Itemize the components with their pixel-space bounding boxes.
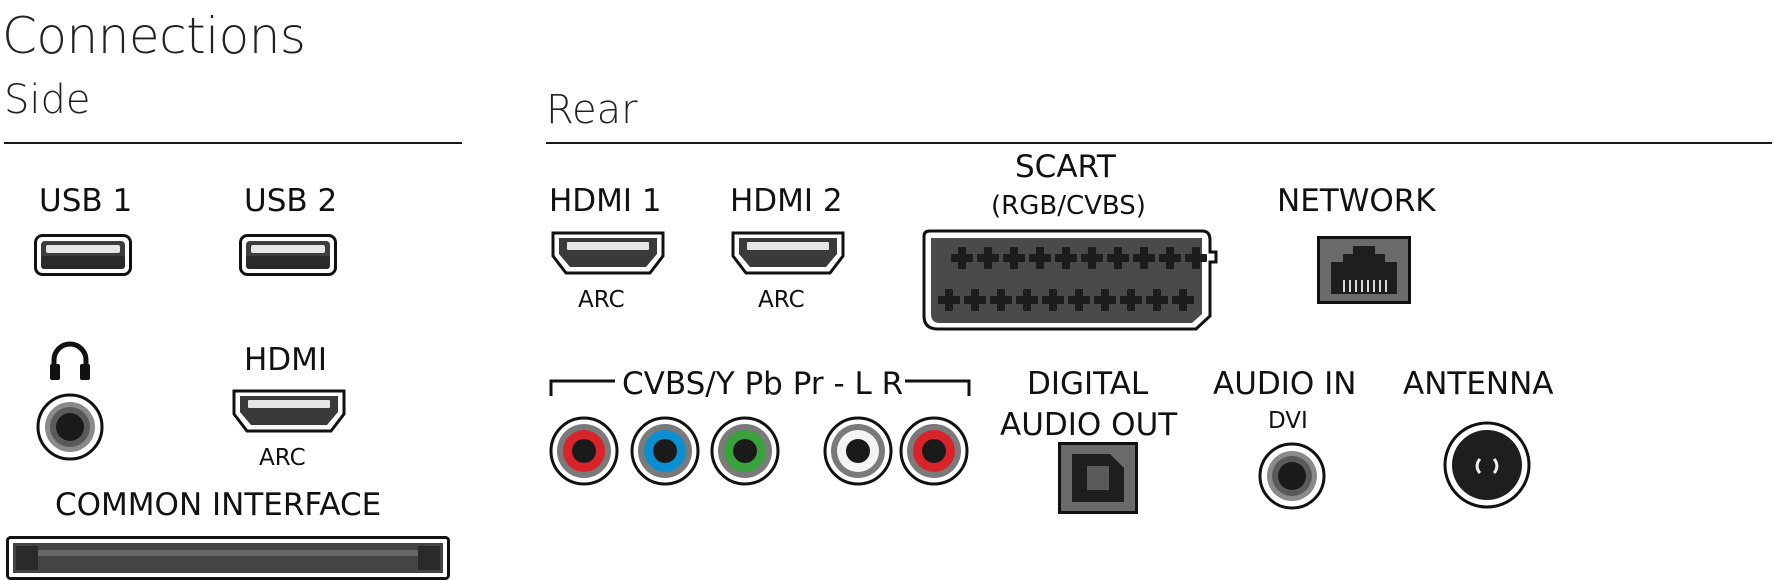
scart-pin	[1003, 247, 1025, 269]
scart-pin	[1016, 289, 1038, 311]
rca-jack-green	[710, 416, 780, 486]
hdmi2-arc-label: ARC	[758, 287, 805, 313]
hdmi1-port	[550, 230, 666, 276]
optical-port-icon	[1058, 442, 1138, 514]
rca-jack-red-2	[899, 416, 969, 486]
usb2-label: USB 2	[244, 183, 338, 219]
rca-jack-white	[823, 416, 893, 486]
hdmi1-label: HDMI 1	[549, 183, 662, 219]
rca-port-icon	[549, 416, 619, 486]
common-interface-slot	[6, 536, 450, 580]
component-bracket	[549, 378, 971, 398]
ethernet-port-icon	[1317, 236, 1411, 304]
usb1-port	[34, 234, 132, 276]
scart-pin	[1107, 247, 1129, 269]
network-port	[1317, 236, 1411, 304]
audio-in-jack	[1258, 442, 1326, 510]
scart-pin	[1159, 247, 1181, 269]
digital-audio-label-1: DIGITAL	[1027, 366, 1149, 402]
rear-divider	[546, 142, 1772, 144]
scart-label: SCART	[1015, 149, 1116, 185]
hdmi2-label: HDMI 2	[730, 183, 843, 219]
usb2-port	[239, 234, 337, 276]
scart-pin	[964, 289, 986, 311]
scart-pin	[1068, 289, 1090, 311]
hdmi-port-icon	[731, 231, 845, 275]
usb-port-icon	[239, 234, 337, 276]
component-label: CVBS/Y Pb Pr - L R	[622, 366, 904, 402]
side-hdmi-port	[231, 388, 347, 434]
scart-pin	[977, 247, 999, 269]
audio-in-label: AUDIO IN	[1213, 366, 1357, 402]
scart-pin	[1042, 289, 1064, 311]
scart-port	[920, 228, 1220, 332]
usb1-label: USB 1	[39, 183, 133, 219]
common-interface-label: COMMON INTERFACE	[55, 487, 382, 523]
scart-pin	[1029, 247, 1051, 269]
antenna-label: ANTENNA	[1403, 366, 1554, 402]
scart-sub-label: (RGB/CVBS)	[991, 191, 1146, 221]
page-title: Connections	[2, 7, 306, 65]
scart-pin	[1185, 247, 1207, 269]
jack-port-icon	[1258, 442, 1326, 510]
coax-port-icon	[1443, 421, 1531, 509]
hdmi-port-icon	[232, 389, 346, 433]
scart-pin	[951, 247, 973, 269]
rca-port-icon	[630, 416, 700, 486]
scart-pin	[1081, 247, 1103, 269]
scart-pin	[1094, 289, 1116, 311]
rca-port-icon	[899, 416, 969, 486]
scart-pin	[990, 289, 1012, 311]
optical-port	[1058, 442, 1138, 514]
headphones-icon	[48, 340, 92, 382]
side-heading: Side	[4, 77, 91, 123]
digital-audio-label-2: AUDIO OUT	[1000, 407, 1178, 443]
rca-port-icon	[823, 416, 893, 486]
antenna-port	[1443, 421, 1531, 509]
side-hdmi-arc-label: ARC	[259, 445, 306, 471]
scart-port-icon	[922, 229, 1218, 331]
rca-jack-red-1	[549, 416, 619, 486]
ci-slot-icon	[6, 536, 450, 580]
hdmi-port-icon	[551, 231, 665, 275]
rca-jack-blue	[630, 416, 700, 486]
side-divider	[4, 142, 462, 144]
scart-pin	[1133, 247, 1155, 269]
scart-pin	[938, 289, 960, 311]
audio-in-sub-label: DVI	[1268, 408, 1308, 434]
rear-heading: Rear	[546, 87, 638, 133]
jack-port-icon	[36, 393, 104, 461]
scart-pin	[1146, 289, 1168, 311]
scart-pin	[1120, 289, 1142, 311]
rca-port-icon	[710, 416, 780, 486]
hdmi2-port	[730, 230, 846, 276]
side-hdmi-label: HDMI	[244, 342, 328, 378]
headphone-jack	[36, 393, 104, 461]
usb-port-icon	[34, 234, 132, 276]
network-label: NETWORK	[1277, 183, 1436, 219]
scart-pin	[1055, 247, 1077, 269]
hdmi1-arc-label: ARC	[578, 287, 625, 313]
scart-pin	[1172, 289, 1194, 311]
